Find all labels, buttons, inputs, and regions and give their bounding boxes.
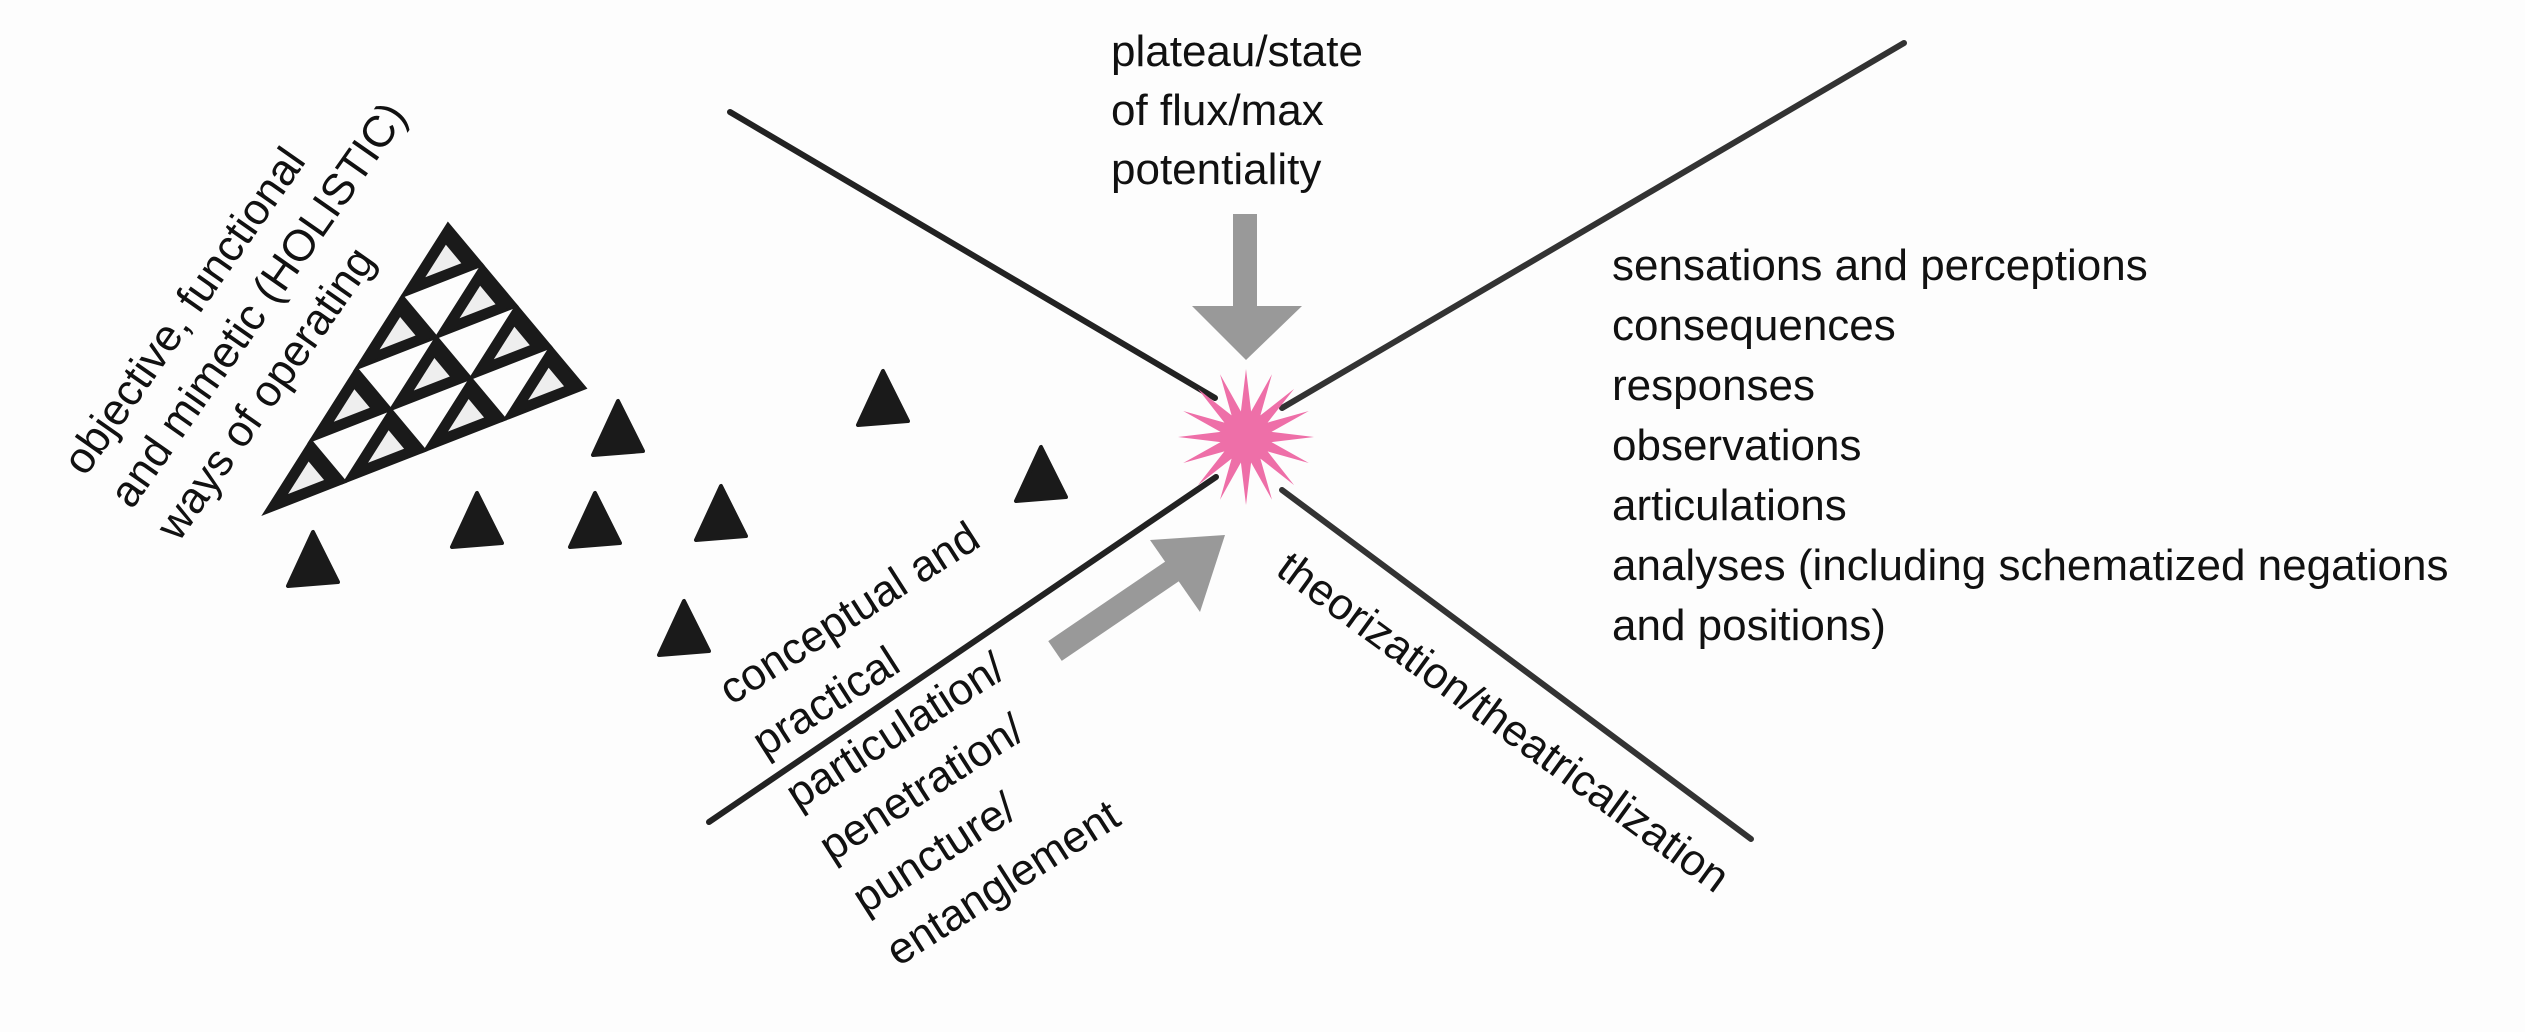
right-list-item: consequences: [1612, 301, 1896, 350]
right-list: sensations and perceptions consequences …: [1612, 236, 2449, 656]
triangle-inner: [448, 399, 485, 432]
right-list-item: and positions): [1612, 601, 1886, 650]
triangle-icon: [450, 491, 504, 549]
triangle-inner: [459, 285, 496, 319]
triangle-icon: [856, 369, 910, 427]
starburst-shape: [1178, 369, 1314, 505]
right-list-item: articulations: [1612, 481, 1847, 530]
right-list-item: observations: [1612, 421, 1862, 470]
triangle-cluster: [261, 221, 1068, 657]
triangle-icon: [1014, 445, 1068, 503]
line-upper-right: [1279, 40, 1907, 411]
triangle-inner: [368, 430, 405, 463]
triangle-icon: [694, 484, 748, 542]
triangle-icon: [591, 399, 645, 457]
line-lower-left: [706, 474, 1219, 825]
gray-arrow-diagonal-icon: [1048, 535, 1225, 661]
triangle-icon: [286, 530, 340, 588]
top-label-line: plateau/state: [1111, 27, 1363, 76]
triangle-icon: [657, 599, 711, 657]
triangle-inner: [493, 326, 530, 360]
top-label: plateau/state of flux/max potentiality: [1111, 22, 1363, 199]
triangle-inner: [379, 317, 416, 350]
line-upper-left: [727, 109, 1218, 401]
triangle-inner: [528, 367, 565, 401]
triangle-inner: [333, 389, 370, 422]
triangle-inner: [288, 461, 325, 495]
right-list-item: responses: [1612, 361, 1816, 410]
top-label-line: of flux/max: [1111, 86, 1324, 135]
line-lower-right: [1279, 487, 1754, 842]
pink-starburst-icon: [1178, 369, 1314, 505]
triangle-inner: [425, 244, 462, 278]
top-label-line: potentiality: [1111, 145, 1322, 194]
gray-arrow-down-icon: [1192, 214, 1302, 360]
triangle-inner: [413, 358, 450, 391]
right-list-item: sensations and perceptions: [1612, 241, 2148, 290]
triangle-icon: [568, 491, 622, 549]
right-list-item: analyses (including schematized negation…: [1612, 541, 2449, 590]
